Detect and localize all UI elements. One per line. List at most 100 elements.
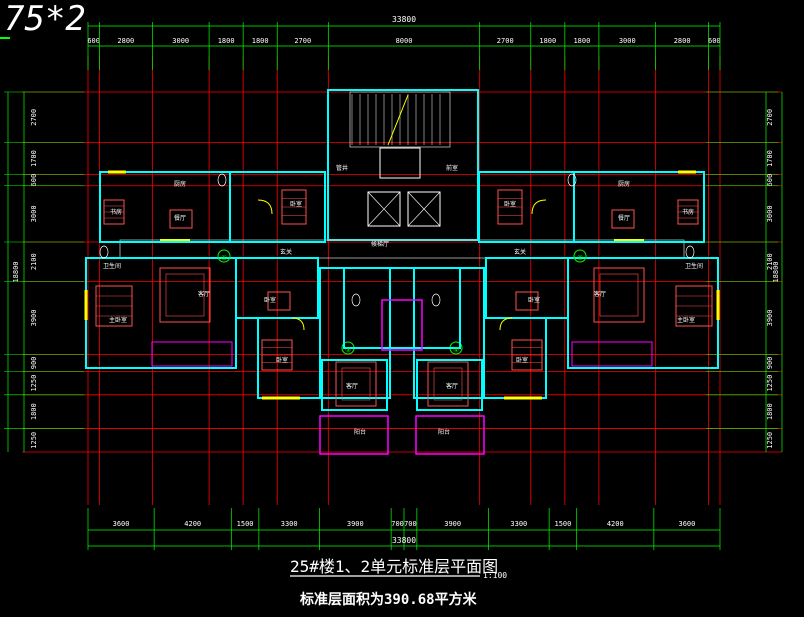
unit-inner (413, 267, 485, 399)
dim-top-label: 2800 (117, 37, 134, 45)
dim-bottom-label: 4200 (607, 520, 624, 528)
sofa (159, 267, 211, 323)
dim-left-label: 2100 (30, 253, 38, 270)
dim-right-label: 2100 (766, 253, 774, 270)
room-label-living: 客厅 (594, 290, 606, 298)
unit-bedroom-inner (321, 359, 388, 411)
room-labels: 厨房厨房餐厅餐厅客厅客厅卧室卧室卧室卧室卧室卧室主卧室主卧室卫生间卫生间候梯厅阳… (103, 164, 703, 436)
room-label-dining: 餐厅 (618, 214, 630, 222)
axis-circle (217, 249, 231, 263)
dim-bottom-label: 4200 (184, 520, 201, 528)
sofa-table (433, 367, 463, 401)
dim-right-total-label: 18800 (772, 261, 780, 282)
toilet (217, 173, 227, 187)
dim-right-label: 900 (766, 357, 774, 370)
dim-right-label: 2700 (766, 109, 774, 126)
room-label-kitchen: 厨房 (174, 180, 186, 188)
dim-right-label: 3900 (766, 310, 774, 327)
door-arc (531, 199, 547, 215)
drawing-title: 25#楼1、2单元标准层平面图 (290, 557, 498, 576)
dim-left-label: 1250 (30, 432, 38, 449)
dim-left-label: 900 (30, 357, 38, 370)
room-label-living: 客厅 (346, 382, 358, 390)
room-label-study: 书房 (682, 208, 694, 216)
sofa (593, 267, 645, 323)
toilet (99, 245, 109, 259)
unit-upper (573, 171, 705, 243)
dim-top-label: 8000 (396, 37, 413, 45)
stair-arrow (387, 94, 409, 146)
toilet (431, 293, 441, 307)
unit-mid (485, 257, 569, 319)
toilet (351, 293, 361, 307)
dim-left-label: 1250 (30, 375, 38, 392)
elevator-x (367, 191, 401, 227)
furniture (95, 173, 713, 407)
sofa-table (165, 273, 205, 317)
room-label-balcony: 阳台 (354, 428, 366, 436)
stair (349, 91, 451, 148)
dim-right-label: 600 (766, 174, 774, 187)
dim-bottom-label: 3900 (444, 520, 461, 528)
corridor (119, 239, 685, 259)
area-note: 标准层面积为390.68平方米 (299, 591, 478, 608)
room-label-living: 客厅 (446, 382, 458, 390)
dim-top-label: 2700 (294, 37, 311, 45)
room-label-kitchen: 厨房 (618, 180, 630, 188)
room-label-front-room: 前室 (446, 164, 458, 172)
dining-table (515, 291, 539, 311)
axis-mark: ① (221, 254, 227, 262)
sofa (427, 361, 469, 407)
dim-left-label: 1800 (30, 403, 38, 420)
dim-left-label: 600 (30, 174, 38, 187)
dim-right-label: 3000 (766, 205, 774, 222)
dim-top-label: 1800 (573, 37, 590, 45)
dining-table (267, 291, 291, 311)
room-label-entry: 玄关 (514, 248, 526, 256)
kitchen-block (343, 267, 461, 349)
dim-bottom-label: 3900 (347, 520, 364, 528)
unit-inner (319, 267, 391, 399)
dim-right-label: 1250 (766, 375, 774, 392)
dim-left-total-label: 18800 (12, 261, 20, 282)
dim-top-label: 600 (87, 37, 100, 45)
axis-mark: ② (577, 254, 583, 262)
room-label-hall: 候梯厅 (371, 240, 389, 248)
unit-living (567, 257, 719, 369)
door-arc (257, 199, 273, 215)
room-label-bedroom: 卧室 (516, 356, 528, 364)
shaft-box (379, 147, 421, 179)
balcony-small (151, 341, 233, 367)
dim-right-label: 1800 (766, 403, 774, 420)
room-label-bedroom: 卧室 (528, 296, 540, 304)
dim-left-label: 2700 (30, 109, 38, 126)
dim-top-label: 1800 (218, 37, 235, 45)
dim-bottom-label: 3600 (679, 520, 696, 528)
room-label-bedroom: 卧室 (290, 200, 302, 208)
dim-bottom-label: 3300 (510, 520, 527, 528)
room-label-entry: 玄关 (280, 248, 292, 256)
dim-left-label: 3000 (30, 205, 38, 222)
unit-upper (99, 171, 231, 243)
light-well (381, 299, 423, 351)
dim-bottom-label: 1500 (554, 520, 571, 528)
corner-label: 75*2 (4, 0, 86, 39)
dim-left-label: 3900 (30, 310, 38, 327)
room-label-bedroom: 卧室 (276, 356, 288, 364)
axis-grid (22, 56, 782, 505)
unit-living (85, 257, 237, 369)
door-arc (499, 317, 513, 331)
dim-bottom-label: 1500 (237, 520, 254, 528)
elevator-x (407, 191, 441, 227)
balcony (415, 415, 485, 455)
dining-table (611, 209, 635, 229)
room-label-living: 客厅 (198, 290, 210, 298)
dim-bottom-label: 700 (404, 520, 417, 528)
room-label-bedroom: 卧室 (504, 200, 516, 208)
drawing-scale: 1:100 (483, 571, 507, 580)
room-label-bath: 卫生间 (103, 262, 121, 270)
dining-table (169, 209, 193, 229)
